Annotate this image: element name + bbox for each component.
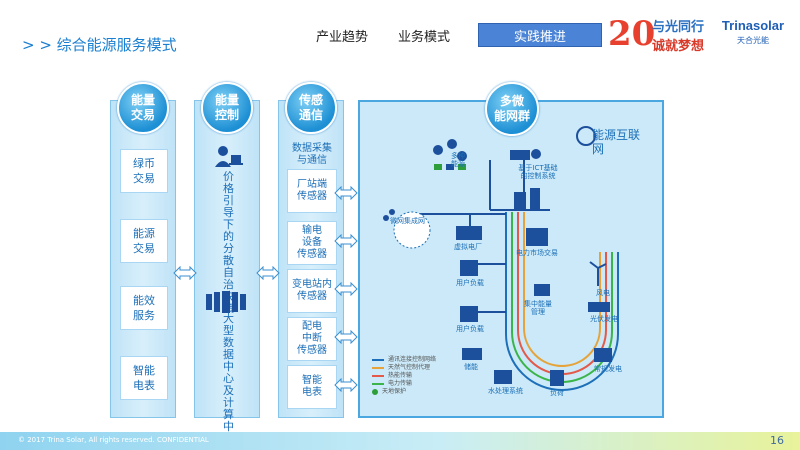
item-label: 能源 交易 — [133, 227, 155, 255]
item-label: 配电 中断 传感器 — [297, 321, 327, 356]
legend-label: 天地保护 — [382, 388, 407, 395]
legend-row: 热能传输 — [372, 372, 436, 380]
column-sensing-communication: 数据采集 与通信 厂站端 传感器 输电 设备 传感器 变电站内 传感器 配电 中… — [278, 100, 344, 418]
page-title: > > 综合能源服务模式 — [22, 36, 177, 54]
diagram-legend: 通讯连接控制网络 天然气控制代理 热能传输 电力传输 天地保护 — [372, 356, 436, 396]
label-vpp: 虚拟电厂 — [454, 243, 482, 251]
energy-control-head: 能量 控制 — [201, 82, 253, 134]
label-user-load-2: 用户负载 — [456, 325, 484, 333]
sensor-substation[interactable]: 变电站内 传感器 — [287, 269, 337, 313]
label-storage: 储能 — [464, 363, 478, 371]
copyright-text: © 2017 Trina Solar, All rights reserved.… — [18, 436, 209, 444]
sensor-smart-meter[interactable]: 智能 电表 — [287, 365, 337, 409]
double-arrow-icon — [334, 330, 358, 344]
energy-network-diagram — [383, 126, 619, 391]
tab-practice-progress[interactable]: 实践推进 — [478, 23, 602, 47]
double-arrow-icon — [334, 282, 358, 296]
double-arrow-icon — [173, 266, 197, 280]
item-label: 变电站内 传感器 — [292, 279, 332, 302]
item-label: 输电 设备 传感器 — [297, 225, 327, 260]
sensor-transmission[interactable]: 输电 设备 传感器 — [287, 221, 337, 265]
legend-swatch — [372, 389, 378, 395]
item-label: 绿币 交易 — [133, 157, 155, 185]
column-energy-control: 价格引导下的分散自治决策 大型数据中心及计算中心 — [194, 100, 260, 445]
item-label: 智能 电表 — [133, 364, 155, 392]
double-arrow-icon — [334, 378, 358, 392]
double-arrow-icon — [334, 186, 358, 200]
anniversary-slogan-2: 诚就梦想 — [652, 39, 705, 54]
trinasolar-cn-name: 天合光能 — [737, 36, 769, 45]
legend-swatch — [372, 383, 384, 385]
server-rack-icon — [206, 291, 246, 313]
label-ict-control: 基于ICT基础 的控制系统 — [518, 164, 558, 180]
energy-internet-title: 能源互联 网 — [592, 128, 641, 156]
label-load: 负荷 — [550, 389, 564, 397]
control-text-data-center: 大型数据中心及计算中心 — [223, 312, 234, 445]
label-conventional: 常规发电 — [594, 365, 622, 373]
head-label: 多微 能网群 — [493, 94, 530, 123]
legend-label: 天然气控制代理 — [388, 364, 431, 371]
item-label: 厂站端 传感器 — [297, 179, 327, 202]
item-smart-meter[interactable]: 智能 电表 — [120, 356, 168, 400]
trinasolar-logo: Trinasolar 天合光能 — [712, 18, 794, 52]
anniversary-number: 20 — [608, 14, 656, 54]
item-label: 智能 电表 — [302, 375, 322, 398]
sensor-plant-side[interactable]: 厂站端 传感器 — [287, 169, 337, 213]
legend-swatch — [372, 359, 384, 361]
item-efficiency-service[interactable]: 能效 服务 — [120, 286, 168, 330]
item-energy-trading[interactable]: 能源 交易 — [120, 219, 168, 263]
head-label: 能量 交易 — [130, 93, 155, 122]
head-label: 能量 控制 — [214, 93, 239, 122]
multi-microgrid-head: 多微 能网群 — [485, 82, 539, 136]
label-user-load-1: 用户负载 — [456, 279, 484, 287]
sensing-communication-head: 传感 通信 — [285, 82, 337, 134]
label-wind: 风电 — [596, 289, 610, 297]
anniversary-logo: 20 与光同行 诚就梦想 — [608, 14, 708, 56]
footer-bar — [0, 432, 800, 450]
page-number: 16 — [770, 434, 784, 447]
tab-business-model[interactable]: 业务模式 — [398, 30, 451, 45]
column-energy-trading: 绿币 交易 能源 交易 能效 服务 智能 电表 — [110, 100, 176, 418]
label-multi-energy: 多种 能源 — [451, 152, 465, 168]
label-water: 水处理系统 — [488, 387, 523, 395]
anniversary-slogan-1: 与光同行 — [652, 20, 705, 35]
legend-row: 天地保护 — [372, 388, 436, 396]
person-computer-icon — [215, 146, 243, 167]
legend-swatch — [372, 367, 384, 369]
legend-row: 电力传输 — [372, 380, 436, 388]
label-pv: 光伏发电 — [590, 315, 618, 323]
legend-swatch — [372, 375, 384, 377]
item-label: 能效 服务 — [133, 294, 155, 322]
label-power-market: 电力市场交易 — [516, 249, 558, 257]
item-green-coin-trading[interactable]: 绿币 交易 — [120, 149, 168, 193]
legend-label: 电力传输 — [388, 380, 413, 387]
sensor-distribution[interactable]: 配电 中断 传感器 — [287, 317, 337, 361]
tab-industry-trend[interactable]: 产业趋势 — [316, 30, 369, 45]
energy-trading-head: 能量 交易 — [117, 82, 169, 134]
trinasolar-wordmark: Trinasolar — [721, 18, 785, 33]
double-arrow-icon — [256, 266, 280, 280]
label-central-ems: 集中能量 管理 — [524, 300, 552, 316]
energy-internet-panel: 能源互联 网 多种 能源 基于ICT基础 的控制系统 微网集成网 虚拟电厂 电力… — [358, 100, 664, 418]
sensing-subtitle: 数据采集 与通信 — [292, 143, 332, 166]
legend-label: 通讯连接控制网络 — [388, 356, 437, 363]
legend-row: 通讯连接控制网络 — [372, 356, 436, 364]
legend-row: 天然气控制代理 — [372, 364, 436, 372]
double-arrow-icon — [334, 234, 358, 248]
legend-label: 热能传输 — [388, 372, 413, 379]
head-label: 传感 通信 — [298, 93, 323, 122]
label-microgrid: 微网集成网 — [390, 217, 425, 225]
